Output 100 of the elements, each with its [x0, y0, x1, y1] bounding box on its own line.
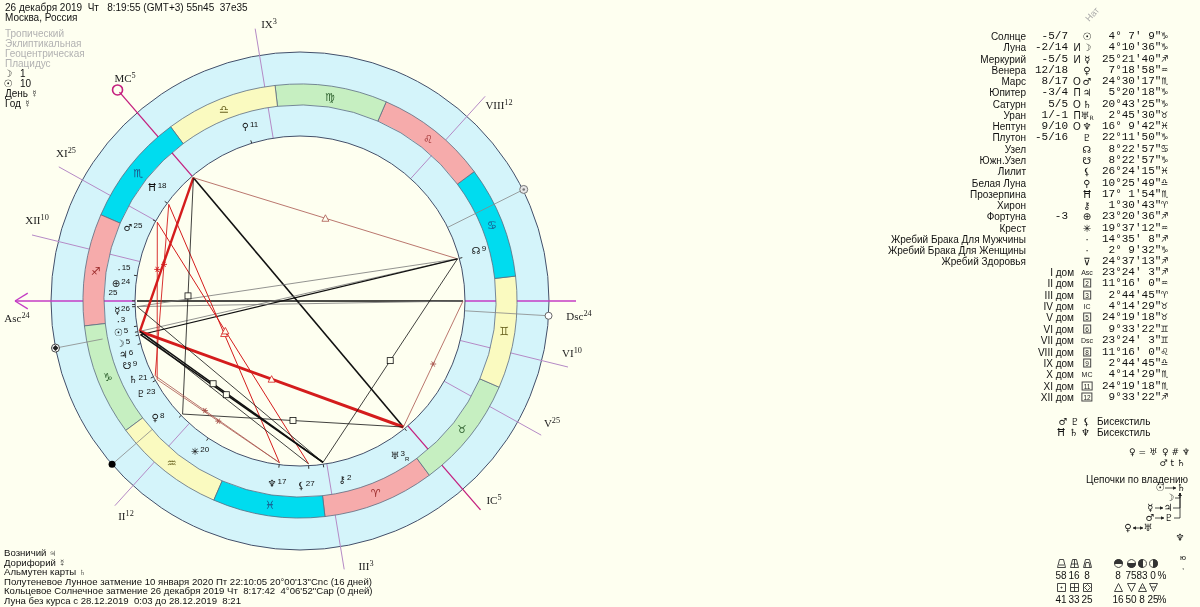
- position-value: 2° 9'32"♑: [1108, 244, 1168, 257]
- planet-symbol: ⚷: [1083, 199, 1091, 211]
- house-name: V дом: [1046, 311, 1074, 323]
- house-name: VIII дом: [1037, 346, 1074, 357]
- percentage-value: 58: [1055, 569, 1067, 581]
- position-value: 8°22'57"♋: [1108, 142, 1168, 155]
- house-name: VI дом: [1043, 323, 1074, 335]
- planet-symbol: ♆: [1082, 120, 1092, 132]
- planet-symbol: ♅: [1143, 523, 1153, 533]
- note-text: Полутеневое Лунное затмение 10 января 2020 Пт 22:10:05 20°00'13"Cnc (16 дней): [4, 576, 372, 587]
- house-name: I дом: [1050, 266, 1074, 278]
- dignity-score: 5/5: [1048, 97, 1068, 110]
- position-value: 2°45'30"♉: [1108, 108, 1168, 121]
- note-text: Луна без курса с 28.12.2019 0:03 до 28.12.2019 8:21: [4, 595, 241, 607]
- planet-position-label: ✳$^{20}$: [190, 447, 210, 457]
- zodiac-sign-symbol: ♍: [325, 91, 336, 103]
- percentage-value: 8: [1139, 593, 1145, 605]
- dignity-score: 9/10: [1041, 120, 1068, 133]
- house-cusp-label: XI$^{25}$: [56, 146, 76, 160]
- percentage-value: 41: [1055, 593, 1067, 605]
- location-text: Москва, Россия: [5, 11, 78, 23]
- planet-name: Уран: [1003, 109, 1026, 121]
- note-text: Дорифорий ☿: [4, 557, 66, 569]
- planet-position-label: ⚷$^{2}$: [338, 475, 352, 485]
- position-value: 4°14'29"♏: [1108, 368, 1168, 381]
- planet-symbol: ♃: [1163, 503, 1173, 513]
- position-value: 14°35' 8"♐: [1101, 232, 1168, 245]
- zodiac-sign-symbol: ♋: [487, 219, 497, 231]
- house-name: II дом: [1047, 277, 1074, 289]
- planet-symbol: ☉: [1155, 483, 1165, 493]
- dignity-letter: И: [1073, 53, 1081, 65]
- planet-symbol: ☽: [1082, 41, 1092, 53]
- position-value: 24°19'18"♏: [1101, 379, 1168, 392]
- symbol-text: ю: [1180, 554, 1186, 562]
- dignity-letter: О: [1073, 75, 1081, 87]
- planet-position-label: ♂$^{25}$: [123, 223, 143, 233]
- dignity-letter: О: [1073, 98, 1081, 110]
- reception-text: ♀ # ♆: [1162, 448, 1190, 458]
- planet-position-label: ♃$^{6}$: [118, 350, 134, 360]
- note-text: Возничий ♃: [4, 547, 57, 559]
- position-value: 1°30'43"♈: [1108, 199, 1168, 211]
- planet-name: Сатурн: [992, 98, 1026, 110]
- house-name: X дом: [1046, 368, 1074, 380]
- planet-symbol: ☉: [3, 77, 13, 89]
- planet-symbol: ♃: [1082, 86, 1092, 98]
- dignity-score: 1/-1: [1041, 108, 1068, 121]
- planet-symbol: ☿: [1145, 503, 1155, 513]
- planet-position-label: Ħ$^{18}$: [147, 183, 167, 193]
- planet-symbol: ⊽: [1083, 255, 1091, 267]
- position-value: 4°14'29"♉: [1108, 300, 1168, 313]
- planet-name: Плутон: [992, 131, 1026, 143]
- percentage-value: 83: [1136, 569, 1148, 581]
- section-heading: Цепочки по владению: [1086, 473, 1188, 485]
- position-value: 2°44'45"♎: [1108, 356, 1168, 369]
- planet-symbol: ♄: [1082, 98, 1092, 110]
- position-value: 23°20'36"♐: [1101, 210, 1168, 223]
- dignity-score: -2/14: [1035, 41, 1068, 54]
- planet-name: Белая Луна: [971, 177, 1026, 188]
- planet-symbol: ♅$_{R}$: [1080, 109, 1094, 121]
- planet-symbol: ·: [1085, 233, 1089, 245]
- position-value: 20°43'25"♑: [1101, 97, 1168, 110]
- chart-date-text: 26 декабря 2019 Чт 8:19:55 (GMT+3) 55n45 37e35: [5, 1, 248, 13]
- house-cusp-label: V$^{25}$: [543, 416, 561, 430]
- planet-name: Лилит: [997, 165, 1026, 177]
- planet-name: Нептун: [992, 120, 1026, 132]
- planet-symbol: ☿: [1083, 53, 1091, 65]
- planet-position-label: ☿$^{26}$: [114, 306, 130, 316]
- zodiac-sign-symbol: ♓: [264, 499, 275, 511]
- planet-symbol: ·: [1085, 244, 1089, 256]
- planet-name: Марс: [1001, 75, 1026, 87]
- planet-name: Прозерпина: [970, 188, 1026, 200]
- planet-symbol: ✳: [1082, 222, 1092, 234]
- planet-name: Южн.Узел: [979, 154, 1026, 166]
- planet-position-label: ♀$^{8}$: [151, 413, 165, 423]
- house-name: XI дом: [1043, 380, 1074, 392]
- chart-setting-text: Геоцентрическая: [5, 47, 85, 59]
- percentage-value: 16: [1112, 593, 1124, 605]
- position-value: 24°37'13"♐: [1101, 255, 1168, 268]
- zodiac-sign-symbol: ♊: [499, 325, 510, 337]
- house-name: XII дом: [1040, 391, 1074, 403]
- planet-name: Узел: [1004, 143, 1026, 155]
- planet-symbol: ☽: [1165, 493, 1175, 503]
- position-value: 25°21'40"♐: [1101, 52, 1168, 65]
- planet-name: Жребий Брака Для Женщины: [887, 244, 1026, 256]
- position-value: 16° 9'42"♓: [1101, 120, 1168, 133]
- house-name: III дом: [1044, 289, 1074, 301]
- dignity-score: -5/5: [1041, 52, 1068, 65]
- percentage-value: 8: [1115, 569, 1121, 581]
- planet-name: Крест: [999, 222, 1026, 234]
- configuration-name: Бисекстиль: [1097, 415, 1151, 427]
- planet-position-label: ·$^{15}$: [117, 265, 131, 275]
- planet-position-label: 25: [108, 289, 118, 297]
- house-name: IV дом: [1043, 300, 1074, 312]
- zodiac-sign-symbol: ♈: [371, 487, 381, 499]
- position-value: 4° 7' 9"♑: [1108, 29, 1168, 42]
- position-value: 22°11'50"♑: [1101, 131, 1168, 144]
- symbol-text: ,: [1181, 563, 1185, 571]
- planet-symbol: ☋: [1082, 154, 1092, 166]
- position-value: 5°20'18"♑: [1108, 86, 1168, 99]
- planet-symbol: ♀: [1123, 523, 1133, 533]
